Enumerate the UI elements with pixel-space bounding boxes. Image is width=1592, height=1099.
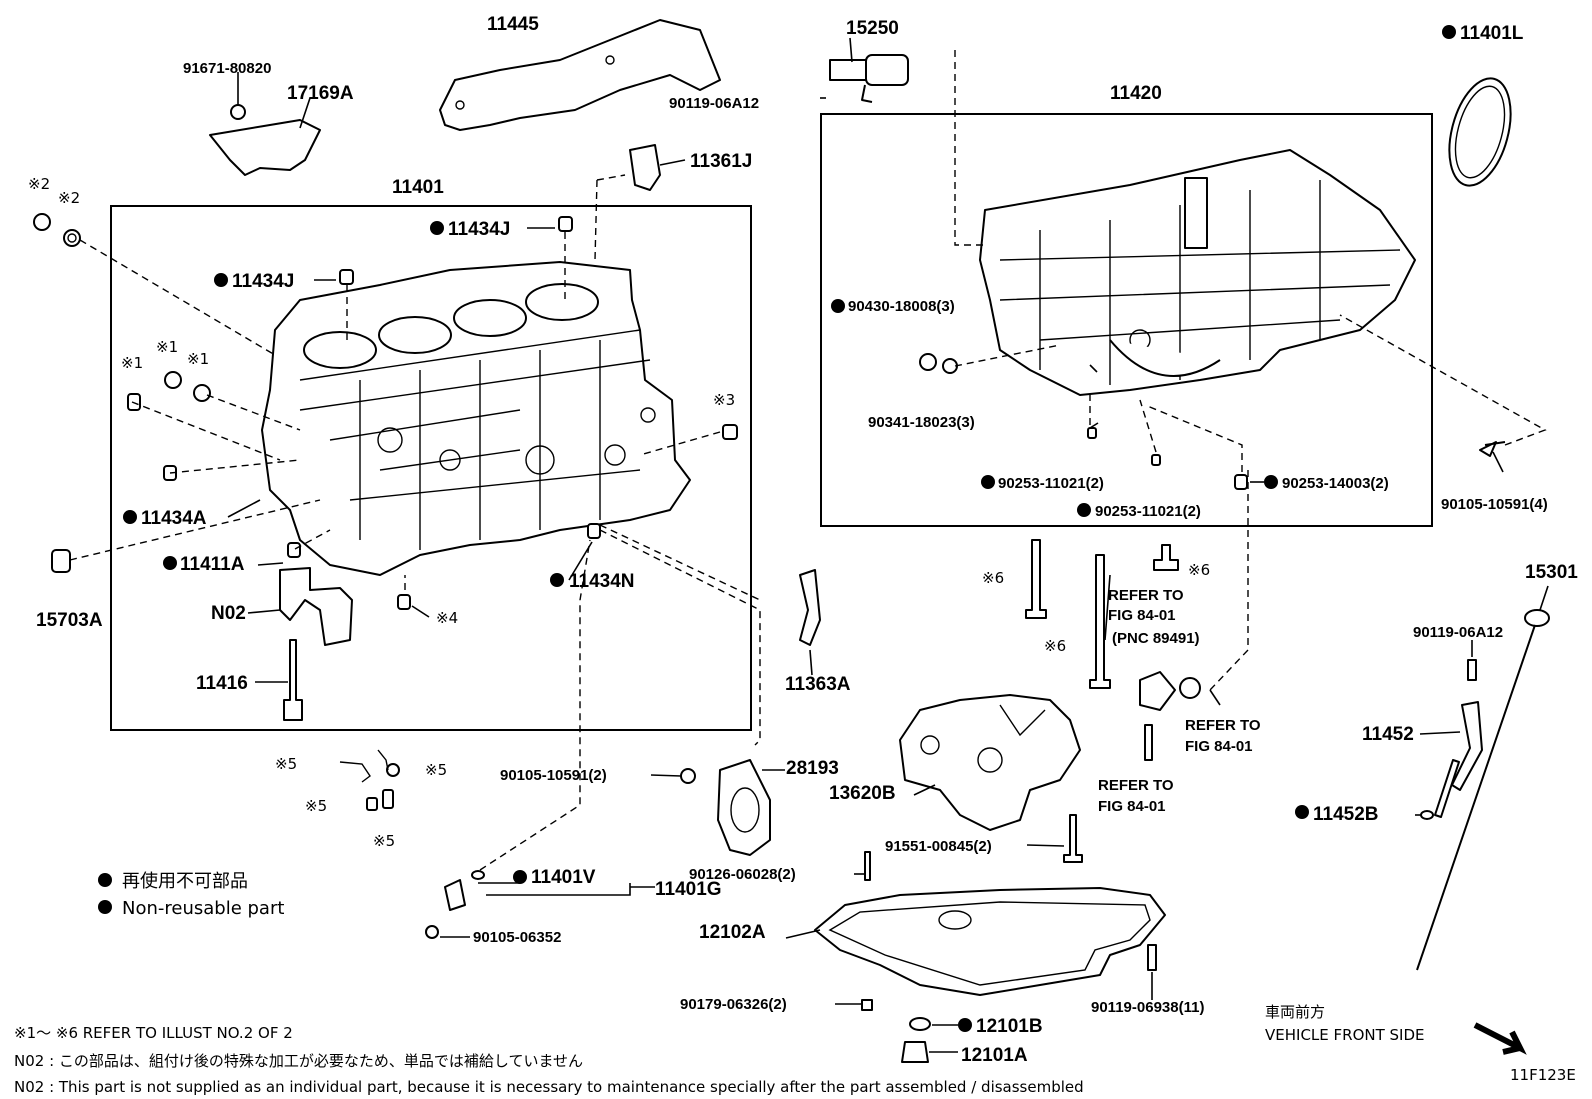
- label-12101B: 12101B: [976, 1016, 1043, 1037]
- footnote-3: N02 : This part is not supplied as an in…: [14, 1078, 1084, 1096]
- refer-labels: REFER TO FIG 84-01 (PNC 89491) REFER TO …: [1098, 587, 1261, 815]
- footnotes: ※1～ ※6 REFER TO ILLUST NO.2 OF 2 N02 : こ…: [14, 1024, 1084, 1096]
- mark-5-a: ※5: [275, 755, 297, 773]
- refer-label-3-line1: REFER TO: [1098, 777, 1174, 794]
- label-11401V: 11401V: [531, 867, 596, 888]
- mark-6-b: ※6: [1188, 561, 1210, 579]
- dashed-reference-lines: [69, 50, 1547, 871]
- oil-seal-illustration: [1448, 77, 1512, 187]
- refer-label-3-line2: FIG 84-01: [1098, 798, 1166, 815]
- footnote-2: N02 : この部品は、組付け後の特殊な加工が必要なため、単品では補給していませ…: [14, 1052, 583, 1070]
- label-90253-11021-b: 90253-11021(2): [1095, 503, 1201, 520]
- label-91551-00845: 91551-00845(2): [885, 838, 992, 855]
- label-15703A: 15703A: [36, 610, 103, 631]
- non-reusable-markers: [98, 25, 1456, 1032]
- mark-1-c: ※1: [187, 350, 209, 368]
- label-11401G: 11401G: [655, 879, 722, 900]
- refer-label-1-line2: FIG 84-01: [1108, 607, 1176, 624]
- label-90179-06326: 90179-06326(2): [680, 996, 787, 1013]
- label-11361J: 11361J: [690, 151, 752, 172]
- label-11363A: 11363A: [785, 674, 851, 695]
- timing-cover-gasket-illustration: [439, 19, 721, 131]
- mark-1-b: ※1: [156, 338, 178, 356]
- label-28193: 28193: [786, 758, 839, 779]
- legend: 再使用不可部品 Non-reusable part: [122, 871, 284, 919]
- label-90341-18023: 90341-18023(3): [868, 414, 975, 431]
- label-13620B: 13620B: [829, 783, 896, 804]
- leader-lines: [227, 37, 1549, 1053]
- label-11452: 11452: [1362, 724, 1414, 745]
- ladder-frame-group-box: [820, 113, 1433, 527]
- label-11401: 11401: [392, 177, 444, 198]
- oil-pan-illustration: [814, 851, 1166, 1063]
- label-12101A: 12101A: [961, 1045, 1028, 1066]
- label-90253-11021-a: 90253-11021(2): [998, 475, 1104, 492]
- vehicle-front-indicator: 車両前方 VEHICLE FRONT SIDE: [1265, 1003, 1425, 1044]
- mark-2-a: ※2: [28, 175, 50, 193]
- ladder-frame-illustration: [979, 149, 1416, 396]
- part-labels: 11445 15250 11401L 91671-80820 17169A 90…: [36, 14, 1578, 1066]
- label-11452B: 11452B: [1313, 804, 1379, 825]
- label-90105-10591-4: 90105-10591(4): [1441, 496, 1548, 513]
- mark-2-b: ※2: [58, 189, 80, 207]
- label-11434J-a: 11434J: [448, 219, 510, 240]
- label-N02: N02: [211, 603, 246, 624]
- label-90126-06028: 90126-06028(2): [689, 866, 796, 883]
- label-11420: 11420: [1110, 83, 1162, 104]
- oil-pump-illustration: [899, 694, 1083, 863]
- label-17169A: 17169A: [287, 83, 354, 104]
- refer-label-1-line3: (PNC 89491): [1112, 630, 1200, 647]
- footnote-1: ※1～ ※6 REFER TO ILLUST NO.2 OF 2: [14, 1024, 293, 1042]
- guide-11361j-illustration: [629, 144, 661, 191]
- refer-label-2-line1: REFER TO: [1185, 717, 1261, 734]
- mark-1-a: ※1: [121, 354, 143, 372]
- legend-en: Non-reusable part: [122, 898, 284, 919]
- label-90105-10591-2: 90105-10591(2): [500, 767, 607, 784]
- label-11416: 11416: [196, 673, 248, 694]
- label-11401L: 11401L: [1460, 23, 1524, 44]
- direction-en: VEHICLE FRONT SIDE: [1265, 1026, 1425, 1044]
- figure-id: 11F123E: [1510, 1066, 1576, 1084]
- mark-6-a: ※6: [982, 569, 1004, 587]
- label-91671-80820: 91671-80820: [183, 60, 271, 77]
- label-90105-06352: 90105-06352: [473, 929, 561, 946]
- small-parts: [33, 213, 1506, 761]
- label-11411A: 11411A: [180, 554, 245, 575]
- mark-6-c: ※6: [1044, 637, 1066, 655]
- direction-jp: 車両前方: [1265, 1003, 1325, 1021]
- oil-jet-parts: [339, 749, 485, 939]
- dipstick-illustration: [1416, 609, 1550, 1055]
- legend-jp: 再使用不可部品: [122, 871, 248, 892]
- label-90119-06938: 90119-06938(11): [1091, 999, 1204, 1016]
- reference-marks: ※1 ※1 ※1 ※2 ※2 ※3 ※4 ※5 ※5 ※5 ※5 ※6 ※6 ※…: [28, 175, 1210, 850]
- label-12102A: 12102A: [699, 922, 766, 943]
- label-11445: 11445: [487, 14, 539, 35]
- ocv-valve-illustration: [829, 54, 909, 103]
- mark-3: ※3: [713, 391, 735, 409]
- cylinder-block-illustration: [261, 261, 691, 576]
- label-15301: 15301: [1525, 562, 1578, 583]
- label-90119-06A12-top: 90119-06A12: [669, 95, 759, 112]
- mark-5-d: ※5: [373, 832, 395, 850]
- label-15250: 15250: [846, 18, 899, 39]
- mark-5-b: ※5: [425, 761, 447, 779]
- label-11434N: 11434N: [569, 571, 635, 592]
- mark-4: ※4: [436, 609, 458, 627]
- mark-5-c: ※5: [305, 797, 327, 815]
- label-90430-18008: 90430-18008(3): [848, 298, 955, 315]
- gasket-28193-illustration: [680, 759, 771, 856]
- refer-label-1-line1: REFER TO: [1108, 587, 1184, 604]
- label-11434A: 11434A: [141, 508, 207, 529]
- label-90253-14003: 90253-14003(2): [1282, 475, 1389, 492]
- block-group-box: [110, 205, 752, 731]
- label-90119-06A12-right: 90119-06A12: [1413, 624, 1503, 641]
- refer-label-2-line2: FIG 84-01: [1185, 738, 1253, 755]
- label-11434J-b: 11434J: [232, 271, 294, 292]
